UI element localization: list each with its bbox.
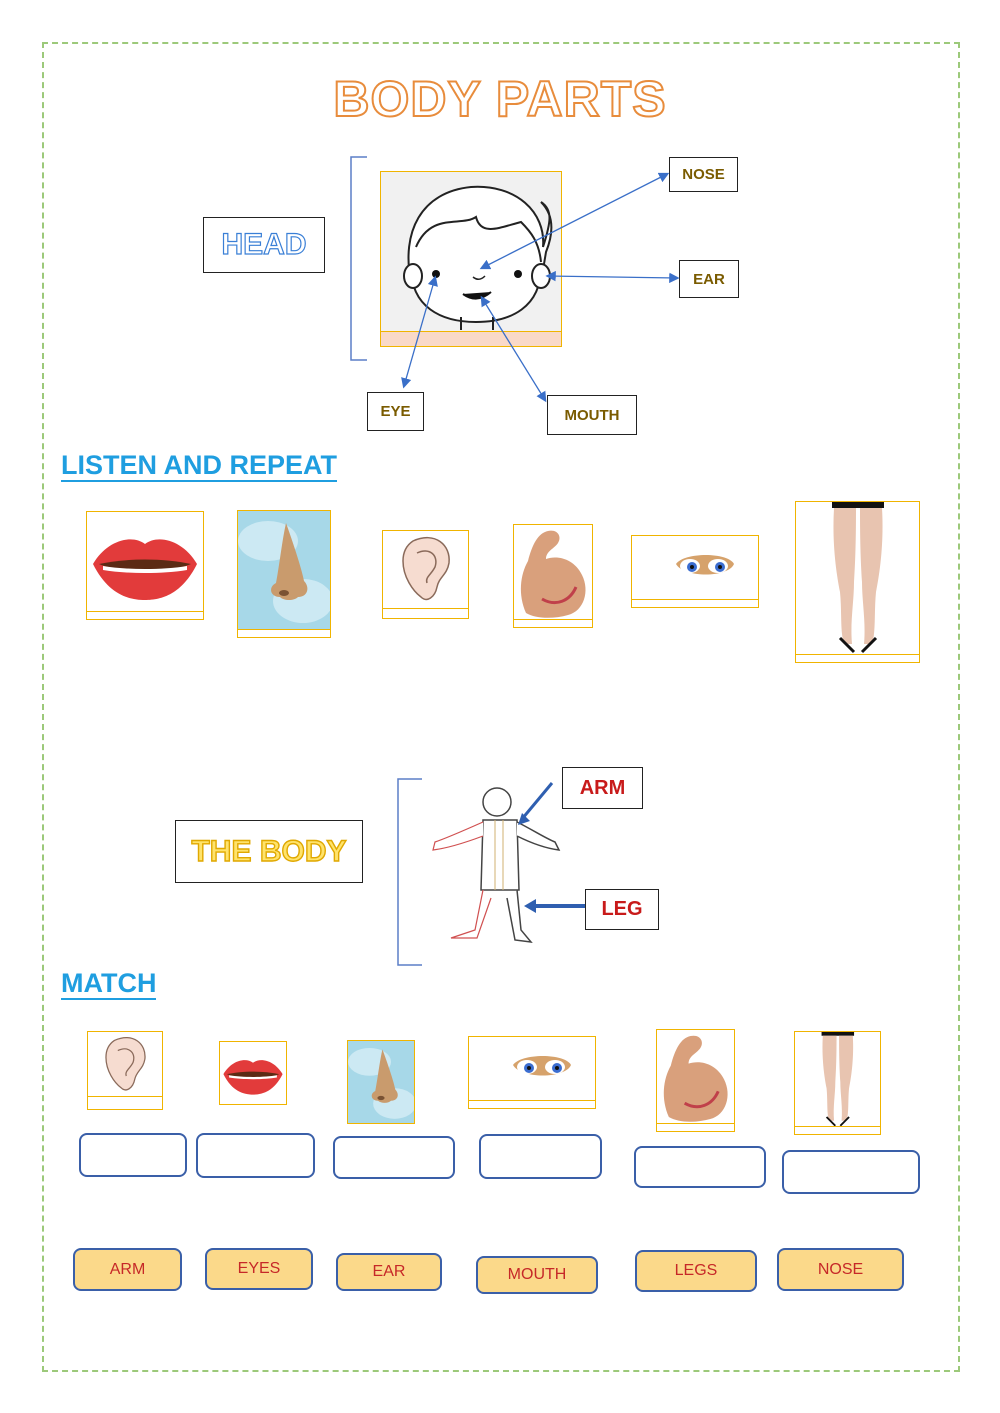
legs-icon: [832, 502, 884, 654]
match-nose-image: [347, 1040, 415, 1124]
nose-icon: [348, 1041, 414, 1123]
word-chip-eyes[interactable]: EYES: [205, 1248, 313, 1290]
eyes-icon: [676, 555, 734, 575]
lips-icon: [223, 1060, 283, 1095]
lips-icon: [93, 539, 197, 600]
match-heading: MATCH: [61, 968, 157, 1000]
body-bracket: [397, 778, 422, 966]
mouth-label: MOUTH: [547, 395, 637, 435]
ear-icon: [105, 1037, 146, 1091]
nose-icon: [238, 511, 330, 629]
legs-icon: [821, 1032, 855, 1127]
word-chip-ear[interactable]: EAR: [336, 1253, 442, 1291]
head-arrows: [401, 172, 680, 403]
match-legs-image: [794, 1031, 881, 1135]
answer-box-2[interactable]: [196, 1133, 315, 1178]
ear-icon: [402, 536, 450, 601]
head-label: HEAD: [203, 217, 325, 273]
arm-label: ARM: [562, 767, 643, 809]
muscle-arm-icon: [663, 1035, 728, 1122]
lips-card[interactable]: [86, 511, 204, 620]
answer-box-6[interactable]: [782, 1150, 920, 1194]
eyes-icon: [513, 1056, 571, 1076]
word-chip-legs[interactable]: LEGS: [635, 1250, 757, 1292]
nose-card[interactable]: [237, 510, 331, 638]
answer-box-1[interactable]: [79, 1133, 187, 1177]
word-chip-arm[interactable]: ARM: [73, 1248, 182, 1291]
ear-card[interactable]: [382, 530, 469, 619]
body-figure-icon: [432, 787, 561, 943]
leg-label: LEG: [585, 889, 659, 930]
eyes-card[interactable]: [631, 535, 759, 608]
match-eyes-image: [468, 1036, 596, 1109]
body-label: THE BODY: [175, 820, 363, 883]
body-arrows: [518, 782, 585, 913]
match-ear-image: [87, 1031, 163, 1110]
ear-label: EAR: [679, 260, 739, 298]
match-arm-image: [656, 1029, 735, 1132]
arm-card[interactable]: [513, 524, 593, 628]
muscle-arm-icon: [520, 530, 586, 618]
page-title: BODY PARTS: [332, 70, 667, 128]
listen-heading: LISTEN AND REPEAT: [61, 450, 338, 482]
answer-box-5[interactable]: [634, 1146, 766, 1188]
word-chip-nose[interactable]: NOSE: [777, 1248, 904, 1291]
answer-box-3[interactable]: [333, 1136, 455, 1179]
nose-label: NOSE: [669, 157, 738, 192]
word-chip-mouth[interactable]: MOUTH: [476, 1256, 598, 1294]
match-lips-image: [219, 1041, 287, 1105]
head-bracket: [350, 156, 367, 361]
answer-box-4[interactable]: [479, 1134, 602, 1179]
eye-label: EYE: [367, 392, 424, 431]
legs-card[interactable]: [795, 501, 920, 663]
page-border: [42, 42, 960, 1372]
